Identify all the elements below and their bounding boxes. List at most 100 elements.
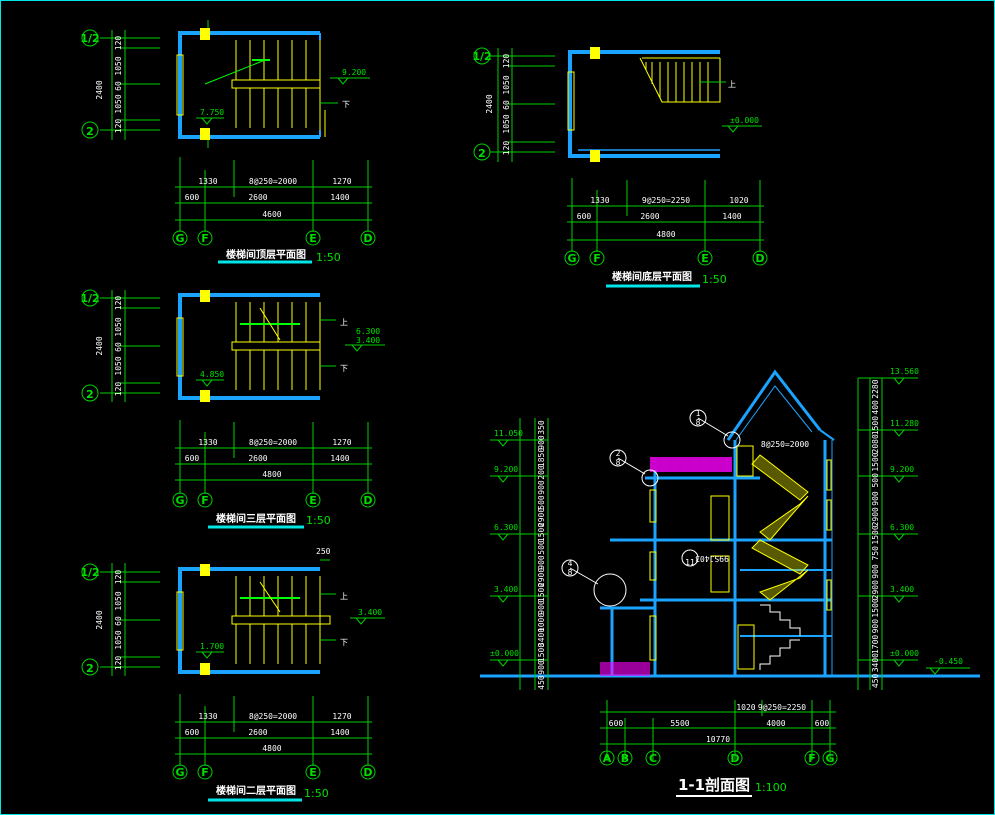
axis-label: 2 xyxy=(86,125,94,138)
dim-text: 2900 xyxy=(537,568,546,587)
direction-down: 下 xyxy=(340,638,348,647)
dim-text: 600 xyxy=(185,193,200,202)
dim-text: 1500 xyxy=(871,598,880,617)
level-mark: 9.200 xyxy=(342,68,366,77)
dim-text: 1850 xyxy=(537,448,546,467)
axis-label: E xyxy=(309,766,317,779)
dim-text: 1020 xyxy=(736,703,755,712)
dim-text: 500 xyxy=(871,473,880,488)
level-mark: 11.280 xyxy=(890,419,919,428)
dim-text: 1400 xyxy=(330,193,349,202)
dim-text: 60 xyxy=(114,342,123,352)
axis-label: E xyxy=(309,232,317,245)
callout-sheet: 8 xyxy=(616,458,621,467)
axis-bubble xyxy=(81,29,99,47)
dim-total: 4800 xyxy=(656,230,675,239)
axis-label: 2 xyxy=(86,388,94,401)
level-mark: 3.400 xyxy=(494,585,518,594)
level-mark: 6.300 xyxy=(356,327,380,336)
dim-text: 2280 xyxy=(871,379,880,398)
dim-text: 1050 xyxy=(114,630,123,649)
level-mark: 1.700 xyxy=(200,642,224,651)
dim-text: 600 xyxy=(577,212,592,221)
dim-text: 1000 xyxy=(537,613,546,632)
dim-text: 1330 xyxy=(590,196,609,205)
dim-text: 900 xyxy=(537,600,546,615)
dim-text: 1050 xyxy=(114,56,123,75)
dim-text: 5500 xyxy=(670,719,689,728)
direction-up: 上 xyxy=(340,592,348,601)
axis-label: G xyxy=(567,252,576,265)
axis-label: A xyxy=(603,752,612,765)
dim-text: 900 xyxy=(871,564,880,579)
plan-scale: 1:50 xyxy=(702,273,727,286)
dim-text: 9@250=2250 xyxy=(642,196,690,205)
axis-label: E xyxy=(701,252,709,265)
axis-label: G xyxy=(825,752,834,765)
dim-text: 60 xyxy=(114,616,123,626)
dim-text: 1500 xyxy=(871,416,880,435)
dim-total: 4600 xyxy=(262,210,281,219)
dim-text: 120 xyxy=(114,296,123,311)
dim-text: 2600 xyxy=(640,212,659,221)
dim-text: 1700 xyxy=(871,635,880,654)
dim-text: 1500 xyxy=(537,643,546,662)
axis-label: 2 xyxy=(86,662,94,675)
detail-ref: 99SJ403 xyxy=(695,554,729,563)
level-mark: ±0.000 xyxy=(890,649,919,658)
axis-label: E xyxy=(309,494,317,507)
dim-text: 1050 xyxy=(114,356,123,375)
axis-label: D xyxy=(363,766,372,779)
level-mark: 11.050 xyxy=(494,429,523,438)
dim-text: 2900 xyxy=(871,507,880,526)
direction-up: 上 xyxy=(340,318,348,327)
dim-text: 120 xyxy=(114,382,123,397)
level-mark: ±0.000 xyxy=(490,649,519,658)
dim-text: 2400 xyxy=(95,336,104,355)
axis-label: G xyxy=(175,766,184,779)
dim-text: 900 xyxy=(537,660,546,675)
dim-text: 3400 xyxy=(871,653,880,672)
dim-text: 8@250=2000 xyxy=(249,177,297,186)
dim-text: 2600 xyxy=(248,193,267,202)
dim-text: 900 xyxy=(537,480,546,495)
dim-text: 60 xyxy=(114,81,123,91)
section-top-note: 8@250=2000 xyxy=(761,440,809,449)
dim-text: 2900 xyxy=(871,580,880,599)
direction-up: 上 xyxy=(728,80,736,89)
section-scale: 1:100 xyxy=(755,781,787,794)
level-mark: 13.560 xyxy=(890,367,919,376)
dim-text: 2900 xyxy=(537,508,546,527)
direction-down: 下 xyxy=(340,364,348,373)
axis-label: D xyxy=(363,494,372,507)
dim-text: 1500 xyxy=(871,525,880,544)
level-mark: -0.450 xyxy=(934,657,963,666)
dim-text: 120 xyxy=(114,570,123,585)
dim-text: 600 xyxy=(185,454,200,463)
dim-text: 1270 xyxy=(332,438,351,447)
axis-label: F xyxy=(201,232,209,245)
dim-text: 900 xyxy=(871,619,880,634)
plan-scale: 1:50 xyxy=(304,787,329,800)
plan-title: 楼梯间三层平面图 xyxy=(216,512,296,525)
dim-text: 1020 xyxy=(729,196,748,205)
dim-text: 250 xyxy=(316,547,331,556)
dim-text: 1400 xyxy=(722,212,741,221)
dim-text: 750 xyxy=(871,546,880,561)
plan-ground-floor: 1/2 2 2400 120 1050 60 1050 120 上 ±0.000 xyxy=(472,47,768,288)
level-mark: 4.850 xyxy=(200,370,224,379)
dim-text: 2400 xyxy=(95,610,104,629)
dim-text: 120 xyxy=(114,656,123,671)
axis-label: 1/2 xyxy=(472,50,491,63)
level-mark: 3.400 xyxy=(356,336,380,345)
callout-number: 4 xyxy=(568,559,573,568)
level-mark: ±0.000 xyxy=(730,116,759,125)
dim-text: 200 xyxy=(537,465,546,480)
level-mark: 6.300 xyxy=(494,523,518,532)
callout-sheet: 8 xyxy=(696,418,701,427)
dim-text: 8@250=2000 xyxy=(249,438,297,447)
axis-label: D xyxy=(755,252,764,265)
dim-text: 1330 xyxy=(198,438,217,447)
dim-text: 2080 xyxy=(871,434,880,453)
